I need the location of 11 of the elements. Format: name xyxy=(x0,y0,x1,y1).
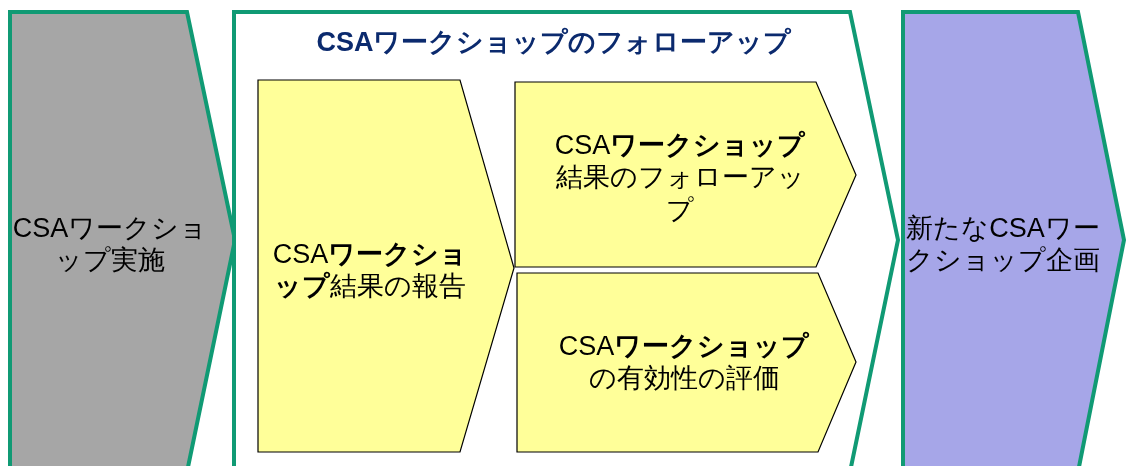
step-label: CSAワークショップ結果の報告 xyxy=(271,237,469,303)
chevron-step xyxy=(10,12,235,466)
panel-heading: CSAワークショップのフォローアップ xyxy=(315,25,793,59)
step-label: CSAワークショップの有効性の評価 xyxy=(557,329,811,395)
chevron-step xyxy=(515,82,856,267)
chevron-step xyxy=(903,12,1124,466)
step-label: CSAワークショップ実施 xyxy=(11,211,209,277)
chevron-step xyxy=(517,273,856,452)
chevron-panel xyxy=(234,12,898,466)
step-label: CSAワークショップ結果のフォローアップ xyxy=(553,129,807,227)
step-label: 新たなCSAワークショップ企画 xyxy=(905,211,1101,277)
